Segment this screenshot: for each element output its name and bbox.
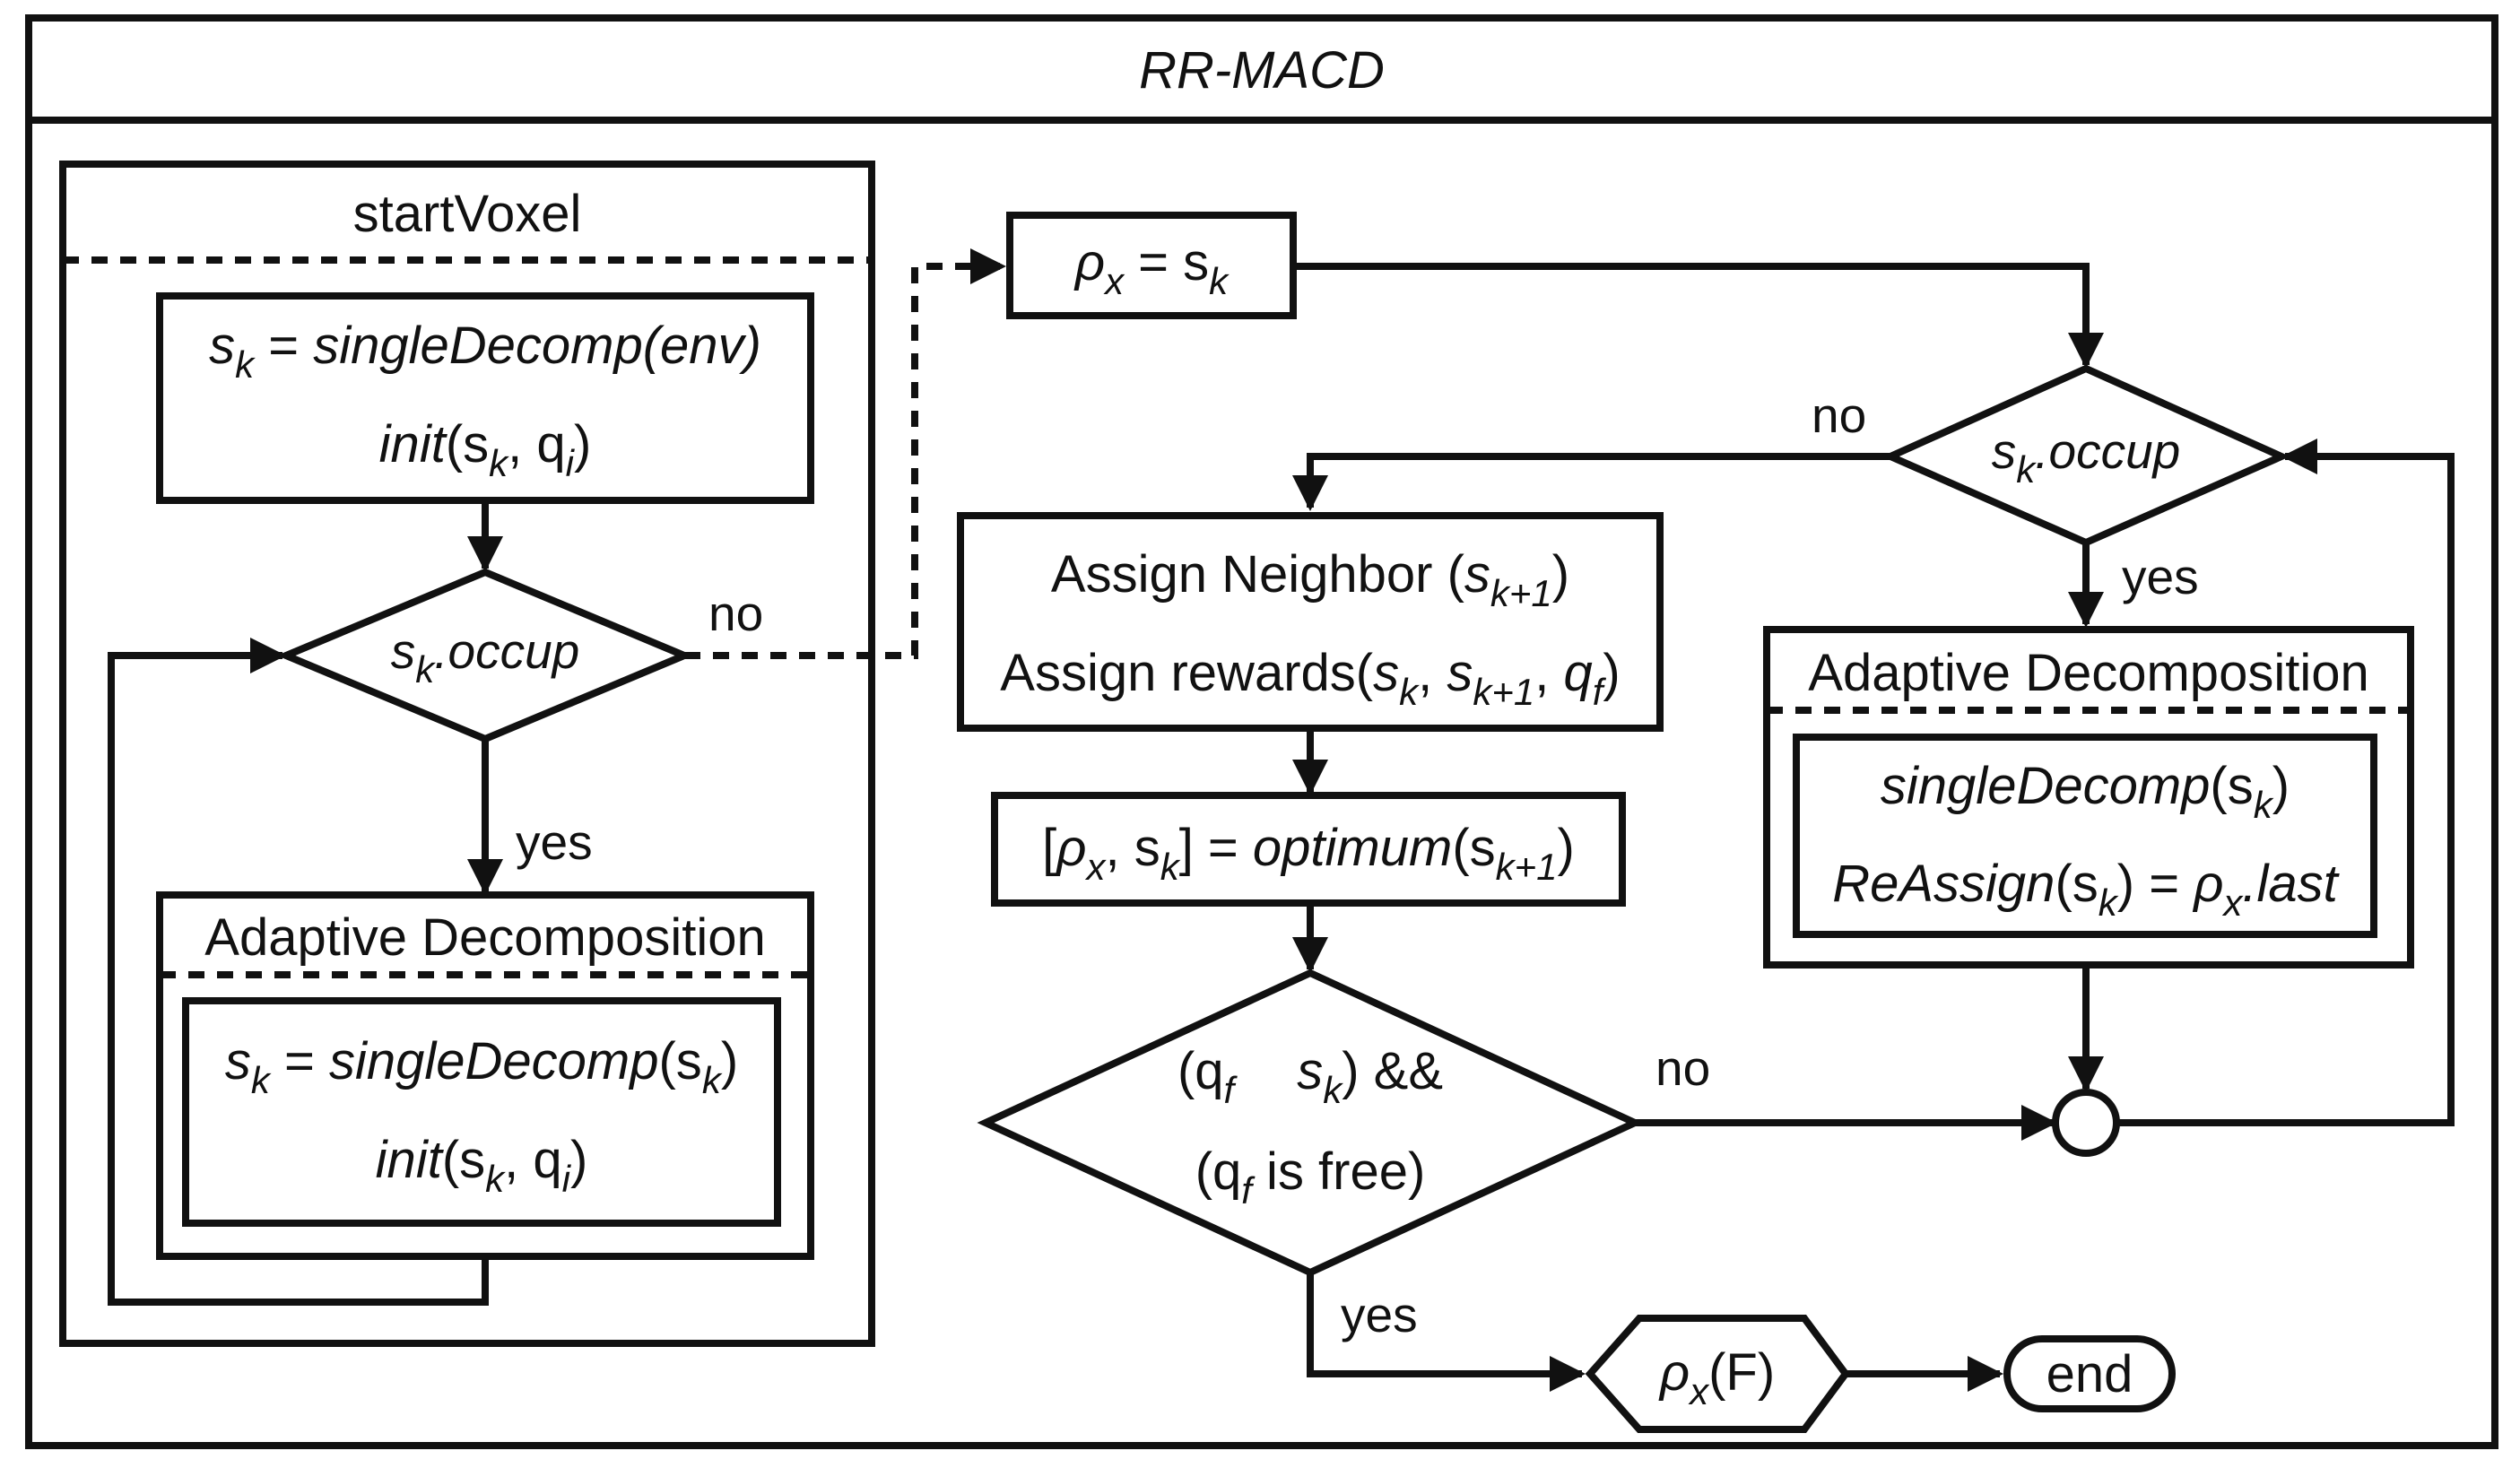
init-box-line1: sk = singleDecomp(env) xyxy=(209,317,761,386)
adaptive-right-line2: ReAssign(sk) = ρx.last xyxy=(1832,855,2340,924)
adaptive-decomp-right-inner xyxy=(1793,734,2377,938)
right-yes-label: yes xyxy=(2122,549,2199,604)
loop-back-right xyxy=(2116,439,2455,1126)
outer-frame xyxy=(25,14,2498,1449)
end-label: end xyxy=(2046,1345,2133,1403)
adaptive-decomp-left-inner xyxy=(182,997,781,1227)
init-box-line2: init(sk, qi) xyxy=(379,415,592,484)
adaptive-left-line2: init(sk, qi) xyxy=(376,1131,588,1200)
arrow-right-no xyxy=(1292,453,1890,511)
rho-assign-box xyxy=(1006,212,1297,319)
optimum-label: [ρx, sk] = optimum(sk+1) xyxy=(1042,819,1575,888)
assign-box xyxy=(957,512,1664,732)
free-yes-label: yes xyxy=(1341,1287,1418,1342)
assign-box-line2: Assign rewards(sk, sk+1, qf) xyxy=(1000,644,1620,713)
init-box xyxy=(156,292,814,504)
junction-node xyxy=(2052,1089,2120,1157)
free-decision-line2: (qf is free) xyxy=(1195,1142,1426,1212)
right-no-label: no xyxy=(1812,387,1866,443)
start-voxel-title: startVoxel xyxy=(353,185,582,243)
dashed-no-path xyxy=(684,248,1006,659)
loop-back-left xyxy=(108,638,489,1306)
diagram-title: RR-MACD xyxy=(1139,41,1385,100)
occup-decision-right-label: sk.occup xyxy=(1992,423,2181,491)
left-yes-label: yes xyxy=(516,814,593,870)
adaptive-decomp-left-title: Adaptive Decomposition xyxy=(204,908,765,967)
start-voxel-container xyxy=(59,161,875,1347)
occup-decision-left-label: sk.occup xyxy=(391,623,580,691)
arrow-rho-to-right-decision xyxy=(1293,263,2104,369)
free-no-label: no xyxy=(1655,1040,1710,1096)
end-terminal xyxy=(2003,1335,2176,1412)
adaptive-left-line1: sk = singleDecomp(sk) xyxy=(225,1032,738,1101)
arrow-free-yes xyxy=(1307,1273,1586,1392)
rho-assign-label: ρx = sk xyxy=(1073,233,1230,302)
free-decision xyxy=(977,969,1644,1277)
assign-box-line1: Assign Neighbor (sk+1) xyxy=(1051,545,1569,614)
left-no-label: no xyxy=(708,586,763,641)
adaptive-right-line1: singleDecomp(sk) xyxy=(1881,757,2290,826)
adaptive-decomp-right-title: Adaptive Decomposition xyxy=(1808,644,2368,702)
output-label: ρx(F) xyxy=(1658,1343,1775,1412)
optimum-box xyxy=(991,792,1626,907)
